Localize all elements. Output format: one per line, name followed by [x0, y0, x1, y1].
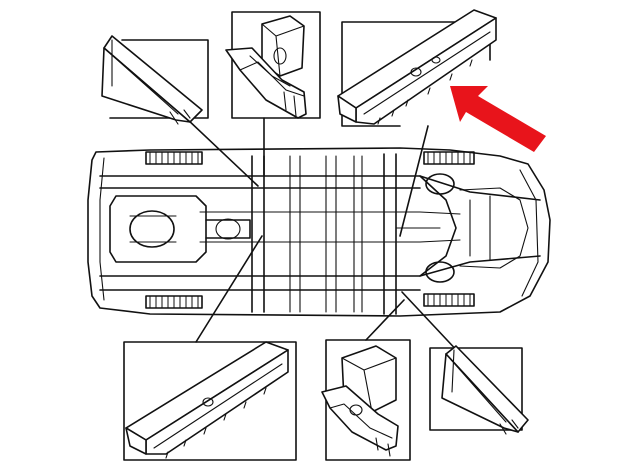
highlight-arrow — [450, 86, 546, 152]
center-rail-upper — [199, 211, 461, 215]
center-rail-lower — [199, 239, 461, 243]
leader-bottom-left — [195, 235, 263, 343]
callout-top-left — [101, 35, 209, 125]
callout-frame — [325, 339, 411, 461]
front-right-sill-rail — [337, 9, 497, 125]
rear-right-spring — [145, 295, 203, 309]
leader-lines — [185, 117, 463, 357]
leader-top-left — [185, 117, 259, 187]
propshaft-rear — [205, 219, 251, 239]
front-left-spring — [423, 151, 475, 165]
cross-member-4 — [353, 155, 363, 313]
front-crossmember — [459, 187, 529, 269]
cross-member-3 — [325, 155, 337, 313]
callout-frame — [231, 11, 321, 119]
differential — [129, 210, 175, 248]
leader-top-right — [399, 125, 429, 237]
rear-axle-housing — [109, 195, 207, 263]
rear-tapered-member — [101, 35, 203, 125]
callout-bottom-right — [429, 345, 529, 435]
steering-links — [469, 195, 491, 261]
rear-left-sill-rail — [125, 341, 289, 459]
right-spring-seat — [425, 261, 455, 283]
left-outer-rail — [99, 175, 541, 201]
tank-mount — [215, 218, 241, 240]
arrow-icon — [450, 86, 546, 152]
seat-bracket-part — [225, 15, 307, 119]
leader-bottom-right — [401, 291, 463, 357]
callout-frame — [429, 347, 523, 431]
chassis-underbody — [87, 147, 551, 317]
rear-left-spring — [145, 151, 203, 165]
callout-frame — [109, 39, 209, 119]
callout-bottom-left — [123, 341, 297, 461]
callout-bottom-center — [321, 339, 411, 461]
cross-member-2 — [289, 155, 301, 313]
cross-member-1 — [251, 155, 265, 313]
floor-bracket-part — [321, 345, 399, 457]
callout-frame — [123, 341, 297, 461]
cross-member-5 — [383, 153, 397, 315]
leader-bottom-center — [365, 299, 405, 341]
front-panel — [519, 169, 539, 297]
callout-top-center — [225, 11, 321, 119]
body-outline — [87, 147, 551, 317]
front-tapered-member — [441, 345, 529, 435]
diff-details — [129, 215, 177, 243]
callout-top-right — [337, 9, 497, 127]
rear-panel — [99, 157, 105, 301]
front-right-spring — [423, 293, 475, 307]
right-outer-rail — [99, 255, 541, 277]
left-spring-seat — [425, 173, 455, 195]
